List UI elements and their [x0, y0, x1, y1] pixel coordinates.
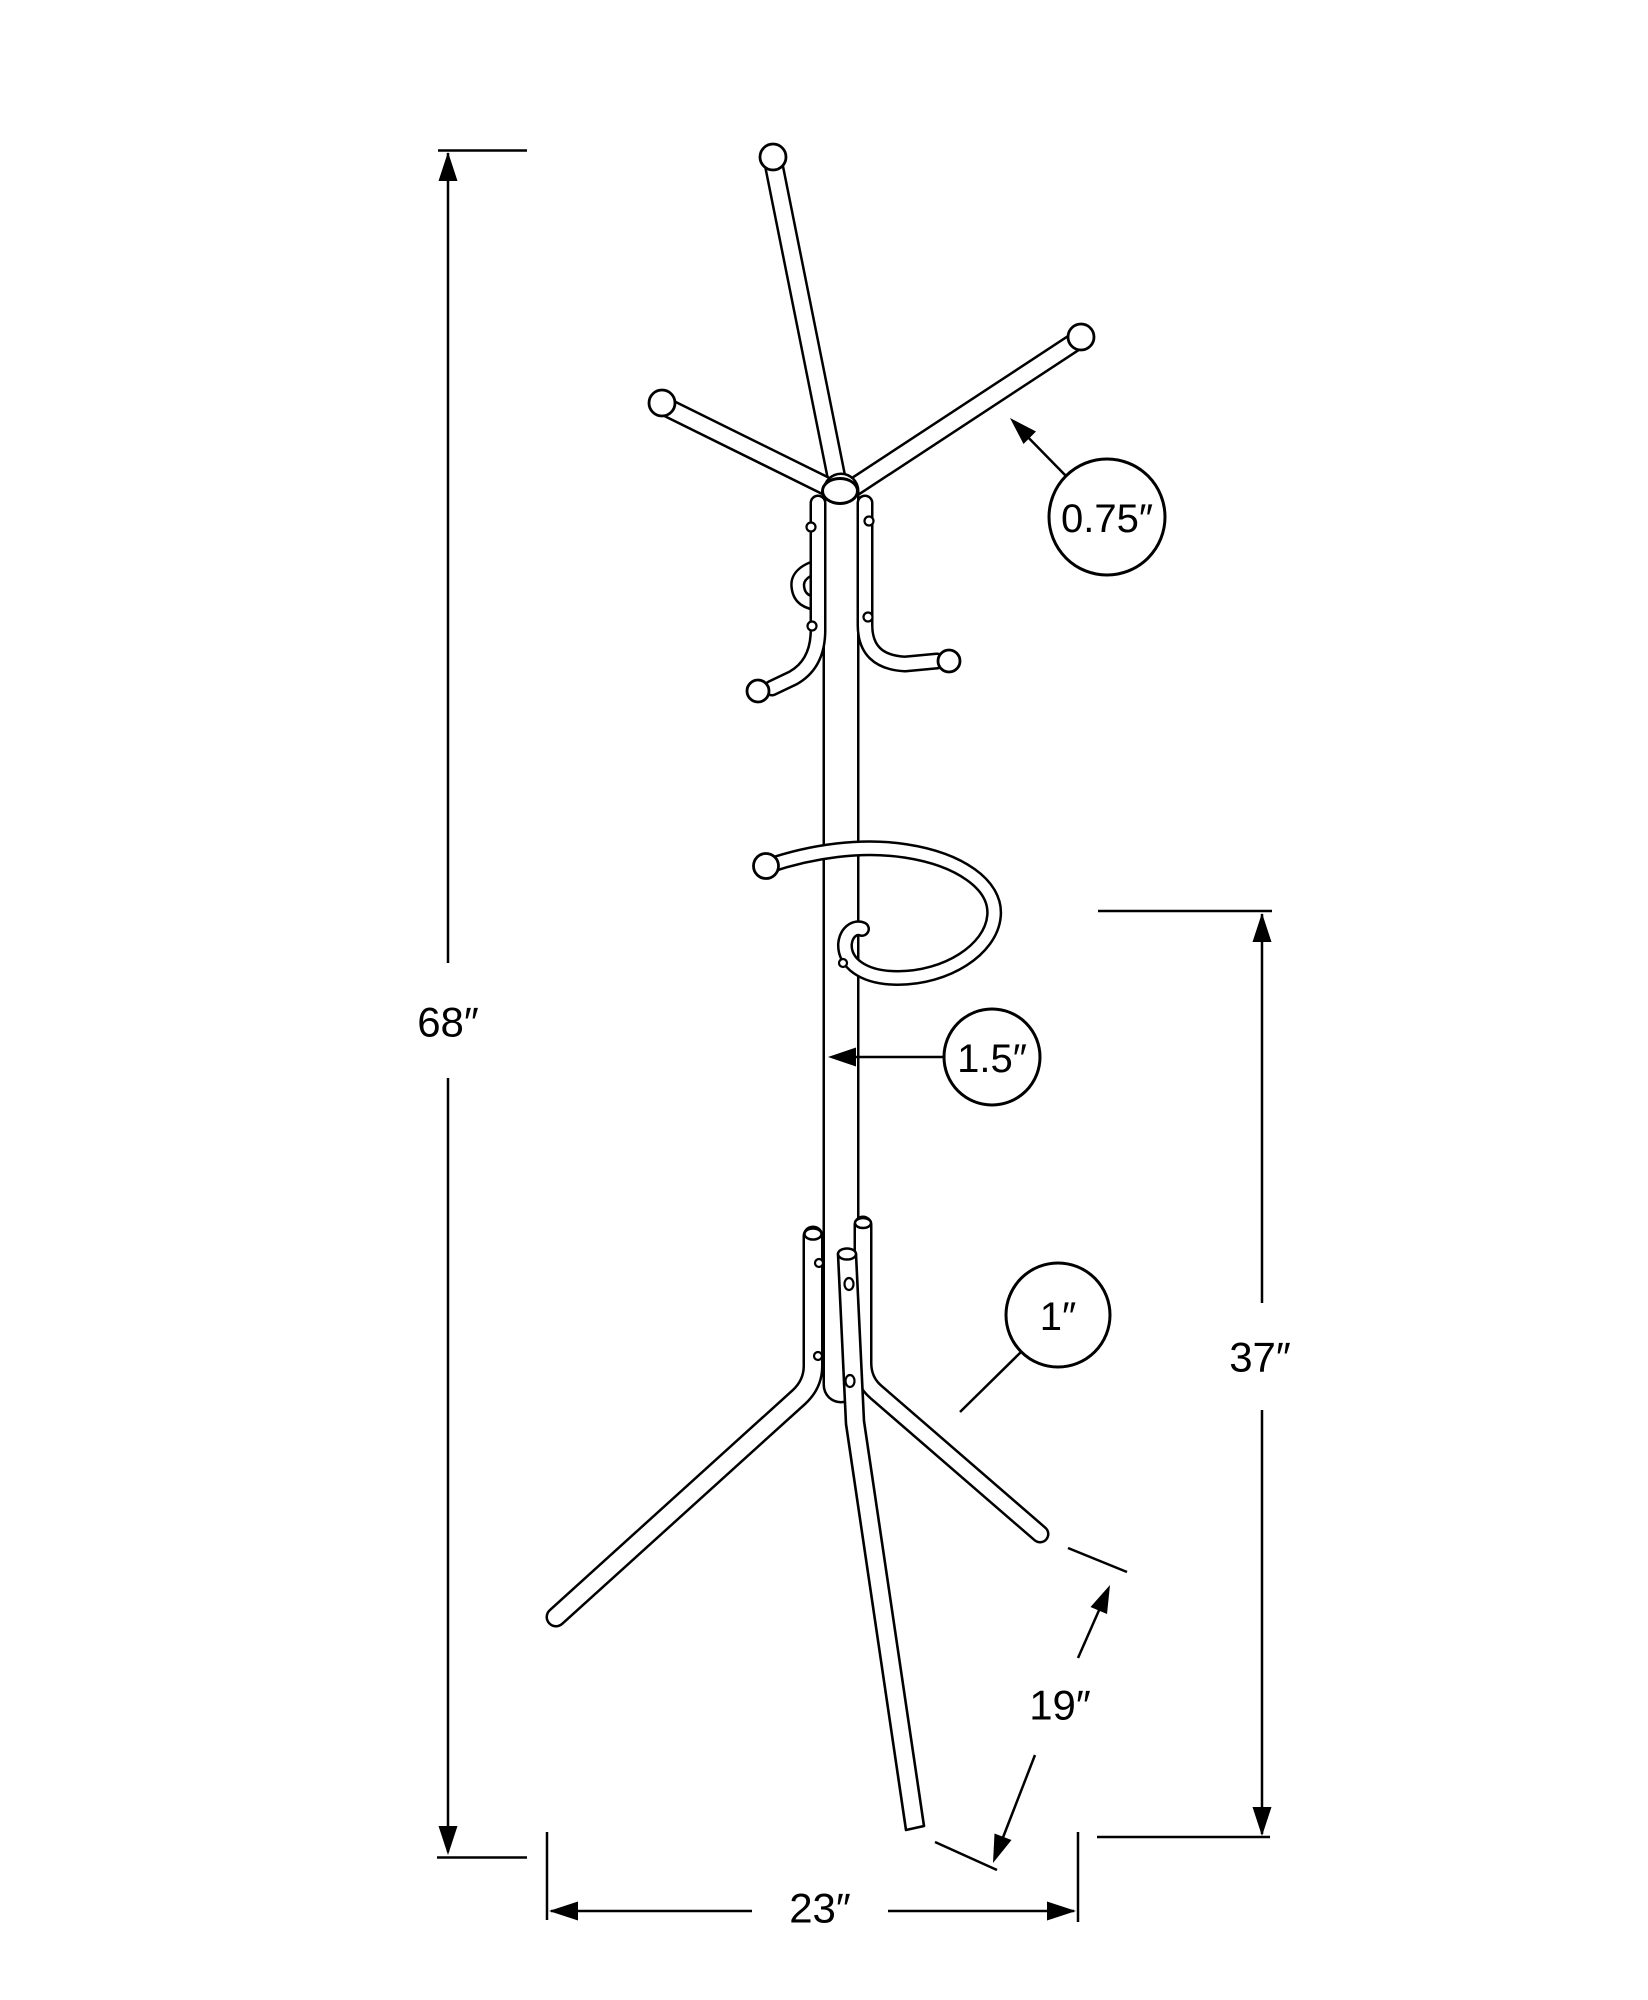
junction-cap	[821, 477, 859, 505]
callout-leg-diameter: 1″	[940, 1261, 1112, 1432]
right-hook	[856, 494, 962, 674]
tube-top	[836, 1247, 858, 1261]
ball-end	[647, 388, 677, 418]
coat-rack-illustration	[545, 142, 1096, 1832]
dim-lower-height-label: 37″	[1229, 1334, 1291, 1381]
callout-arm-diameter: 0.75″	[1010, 418, 1167, 577]
dim-overall-height-label: 68″	[417, 999, 479, 1046]
dim-leg-length-label: 19″	[1029, 1682, 1091, 1729]
arrowhead	[828, 1047, 856, 1067]
ball-end	[758, 142, 788, 172]
arrowhead	[1010, 418, 1036, 444]
leg-hub	[545, 1215, 1050, 1832]
rivet	[863, 515, 875, 527]
rivet	[844, 1373, 856, 1389]
extension-tick	[934, 1840, 998, 1872]
extension-tick	[1067, 1546, 1128, 1574]
callout-circle	[1047, 457, 1167, 577]
front-leg	[836, 1247, 926, 1832]
arrowhead-down	[438, 1826, 458, 1855]
dimension-leg-length: 19″	[934, 1546, 1128, 1872]
rivet	[806, 620, 818, 632]
back-left-leg	[545, 1225, 825, 1628]
tube-top	[803, 1227, 823, 1241]
arrowhead-up	[438, 152, 458, 181]
rivet	[805, 521, 817, 533]
upper-right-arm	[835, 322, 1096, 503]
dimension-overall-height: 68″	[417, 149, 527, 1859]
umbrella-ring	[752, 840, 1003, 986]
ball-end	[1066, 322, 1096, 352]
arrowhead-left	[549, 1901, 578, 1921]
callout-arm-diameter-label: 0.75″	[1061, 497, 1153, 541]
rivet	[812, 1350, 824, 1362]
callout-pole-diameter: 1.5″	[828, 1007, 1042, 1107]
leader-line	[959, 1351, 1022, 1413]
callout-leg-diameter-label: 1″	[1040, 1295, 1076, 1339]
ball-end	[752, 852, 780, 880]
rivet	[843, 1276, 855, 1292]
tube-top	[853, 1216, 873, 1230]
upper-left-arm	[647, 388, 842, 499]
arrowhead-lower	[993, 1833, 1012, 1863]
dimension-base-width: 23″	[545, 1832, 1080, 1932]
arrowhead-up	[1252, 913, 1272, 942]
rivet	[837, 957, 849, 969]
ball-end	[936, 648, 962, 674]
left-hook	[745, 494, 827, 704]
back-right-leg	[853, 1215, 1050, 1544]
callout-circle	[942, 1007, 1042, 1107]
arrowhead-upper	[1090, 1585, 1110, 1614]
dim-base-width-label: 23″	[789, 1885, 851, 1932]
callout-pole-diameter-label: 1.5″	[957, 1037, 1027, 1081]
dimension-lower-height: 37″	[1097, 909, 1291, 1839]
ball-end	[745, 678, 771, 704]
top-spike	[758, 142, 848, 495]
callout-circle	[1004, 1261, 1112, 1369]
rivet	[862, 611, 874, 623]
arrowhead-right	[1047, 1901, 1076, 1921]
arrowhead-down	[1252, 1807, 1272, 1836]
rivet	[813, 1257, 825, 1269]
